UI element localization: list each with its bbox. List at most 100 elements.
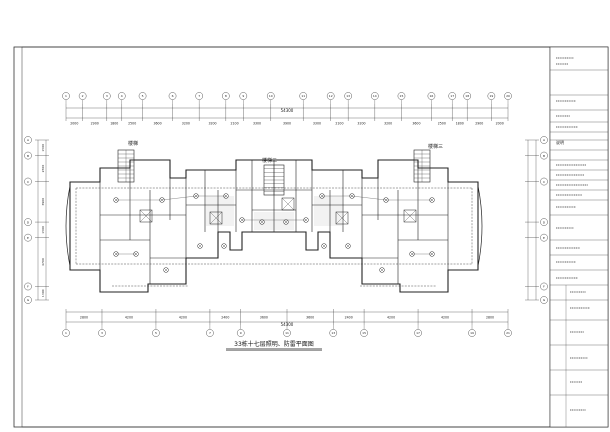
left-dimension: 2500 (41, 165, 45, 173)
column-marker-top: 14 (371, 92, 379, 100)
top-dimension: 3200 (384, 122, 392, 126)
svg-text:A: A (27, 138, 30, 142)
light-fixture-icon (197, 243, 203, 249)
svg-text:10: 10 (269, 94, 273, 98)
shaft (281, 197, 295, 211)
column-marker-top: 4 (117, 92, 126, 100)
drawing-title: 33栋十七层照明、防雷平面图 (234, 340, 314, 348)
notes-header: 说明 (556, 139, 564, 145)
svg-text:C: C (27, 180, 29, 184)
row-marker-right: A (540, 136, 548, 144)
top-dimension: 2500 (128, 122, 136, 126)
light-fixture-icon (259, 219, 265, 225)
column-marker-bottom: 3 (98, 329, 106, 337)
column-marker-top: 5 (138, 92, 147, 100)
drawing-frame (21, 46, 551, 428)
svg-text:5: 5 (142, 94, 144, 98)
svg-text:9: 9 (240, 331, 242, 335)
light-fixture-icon (321, 243, 327, 249)
svg-text:9: 9 (242, 94, 244, 98)
stair-label-center: 楼梯二 (262, 157, 277, 164)
top-dimension: 2900 (91, 122, 99, 126)
top-dimension: 3200 (182, 122, 190, 126)
column-marker-top: 20 (504, 92, 512, 100)
bottom-dimension: 2800 (80, 316, 88, 320)
sheet-border (13, 46, 609, 428)
column-marker-top: 12 (326, 92, 335, 100)
column-marker-bottom: 11 (283, 329, 291, 337)
top-dimension: 2000 (496, 122, 504, 126)
top-dimension: 1800 (456, 122, 464, 126)
top-dimension: 2100 (230, 122, 238, 126)
svg-text:14: 14 (373, 94, 377, 98)
svg-text:1: 1 (65, 94, 67, 98)
light-fixture-icon (283, 219, 289, 225)
svg-text:C: C (543, 180, 545, 184)
top-dimension: 3200 (208, 122, 216, 126)
shaft (209, 211, 223, 225)
svg-text:3: 3 (106, 94, 108, 98)
row-marker-left: A (24, 136, 32, 144)
column-marker-top: 10 (266, 92, 275, 100)
bottom-dimension: 4200 (441, 316, 449, 320)
bottom-dimension: 2400 (221, 316, 229, 320)
column-marker-top: 1 (62, 92, 70, 100)
top-dimension: 3200 (357, 122, 365, 126)
top-dimension: 3300 (313, 122, 321, 126)
top-dimension: 1800 (110, 122, 118, 126)
shaft (335, 211, 349, 225)
column-marker-bottom: 9 (236, 329, 245, 337)
shaft (139, 209, 153, 223)
floor-plan (65, 149, 483, 293)
overall-dimension-top: 54300 (281, 108, 294, 113)
bottom-dimension: 3600 (306, 316, 314, 320)
svg-text:2: 2 (82, 94, 84, 98)
top-dimension: 2000 (70, 122, 78, 126)
column-marker-bottom: 17 (414, 329, 422, 337)
svg-text:13: 13 (331, 331, 335, 335)
svg-text:G: G (543, 298, 546, 302)
column-marker-bottom: 15 (360, 329, 368, 337)
top-dimension: 2900 (475, 122, 483, 126)
light-fixture-icon (379, 267, 385, 273)
row-marker-right: F (540, 282, 548, 291)
dimension-labels: 2000 2900 1800 2500 3600 3200 3200 2100 3300 3900… (41, 122, 504, 320)
top-dimension: 3600 (154, 122, 162, 126)
row-marker-left: E (24, 233, 32, 242)
svg-text:15: 15 (400, 94, 404, 98)
row-marker-left: F (24, 282, 32, 291)
stair-label-left: 楼梯 (128, 140, 138, 147)
svg-text:D: D (27, 220, 30, 224)
left-dimension: 3900 (41, 198, 45, 206)
top-dimension: 2500 (438, 122, 446, 126)
row-marker-right: C (540, 177, 548, 186)
svg-text:11: 11 (285, 331, 289, 335)
svg-text:E: E (543, 236, 545, 240)
svg-text:E: E (27, 236, 29, 240)
row-marker-left: G (24, 296, 32, 304)
row-marker-right: D (540, 218, 548, 226)
svg-text:F: F (27, 285, 29, 289)
bottom-dimension: 3600 (260, 316, 268, 320)
light-fixture-icon (163, 267, 169, 273)
top-dimension: 2100 (335, 122, 343, 126)
column-marker-top: 18 (463, 92, 472, 100)
row-marker-right: G (540, 296, 548, 304)
column-marker-bottom: 21 (504, 329, 512, 337)
row-marker-right: E (540, 233, 548, 242)
column-marker-top: 2 (78, 92, 87, 100)
svg-text:11: 11 (301, 94, 305, 98)
column-marker-bottom: 13 (329, 329, 338, 337)
svg-text:5: 5 (155, 331, 157, 335)
left-dimension: 1300 (41, 289, 45, 297)
row-marker-left: B (24, 151, 32, 160)
bottom-dimension: 2400 (345, 316, 353, 320)
svg-text:19: 19 (470, 331, 474, 335)
svg-text:21: 21 (506, 331, 510, 335)
light-fixture-icon (221, 243, 227, 249)
bottom-dimension: 4200 (125, 316, 133, 320)
svg-text:7: 7 (198, 94, 200, 98)
column-marker-top: 17 (448, 92, 457, 100)
svg-text:16: 16 (430, 94, 434, 98)
